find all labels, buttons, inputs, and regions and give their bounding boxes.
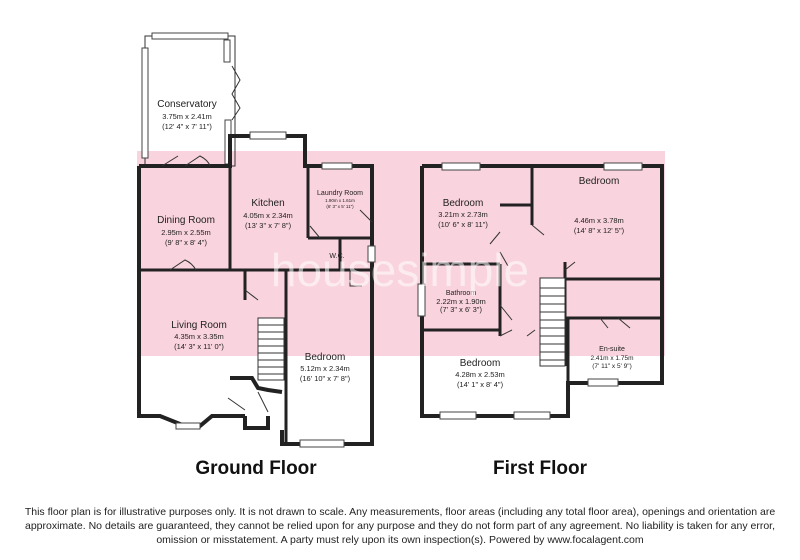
- bathroom-imperial: (7' 3" x 6' 3"): [440, 305, 482, 314]
- bedroom1-name: Bedroom: [443, 198, 484, 209]
- disclaimer-text: This floor plan is for illustrative purp…: [24, 506, 776, 546]
- bathroom-name: Bathroom: [446, 290, 477, 297]
- conservatory-window-left: [141, 47, 149, 159]
- dining-door: [161, 155, 211, 167]
- bedroom2-name: Bedroom: [579, 176, 620, 187]
- ground-bedroom-metric: 5.12m x 2.34m: [300, 364, 350, 373]
- living-name: Living Room: [171, 320, 227, 331]
- wc-name: W.C.: [329, 253, 344, 260]
- watermark-band: [137, 151, 665, 356]
- bedroom2-door: [531, 224, 576, 271]
- bedroom-window: [299, 439, 345, 448]
- bathroom-metric: 2.22m x 1.90m: [436, 297, 486, 306]
- ground-stair-treads: [258, 324, 284, 375]
- laundry-metric: 1.90m x 1.61m: [325, 198, 355, 203]
- conservatory-metric: 3.75m x 2.41m: [162, 112, 212, 121]
- ensuite-wall: [566, 316, 662, 383]
- bedroom2-imperial: (14' 8" x 12' 5"): [574, 226, 625, 235]
- laundry-name: Laundry Room: [317, 190, 363, 197]
- ensuite-name: En-suite: [599, 346, 625, 353]
- hall-door: [244, 270, 362, 301]
- living-imperial: (14' 3" x 11' 0"): [174, 342, 224, 351]
- dining-imperial: (9' 8" x 8' 4"): [165, 238, 207, 247]
- bedroom3-window-left: [439, 411, 477, 420]
- ground-stairs: [257, 317, 285, 381]
- bedroom3-metric: 4.28m x 2.53m: [455, 370, 505, 379]
- bedroom2-metric: 4.46m x 3.78m: [574, 216, 624, 225]
- ensuite-metric: 2.41m x 1.75m: [591, 355, 634, 362]
- bedroom2-window: [603, 162, 643, 171]
- first-stairs: [539, 277, 566, 367]
- front-door: [227, 391, 269, 413]
- conservatory-imperial: (12' 4" x 7' 11"): [162, 122, 212, 131]
- ensuite-imperial: (7' 11" x 5' 9"): [592, 363, 632, 370]
- living-metric: 4.35m x 3.35m: [174, 332, 224, 341]
- first-floor-title: First Floor: [493, 458, 588, 479]
- ensuite-window: [587, 378, 619, 387]
- ensuite-door: [599, 317, 631, 329]
- laundry-door: [309, 209, 373, 239]
- ground-bedroom-imperial: (16' 10" x 7' 8"): [300, 374, 351, 383]
- wc-window: [367, 245, 376, 263]
- ground-bay-wall: [243, 416, 270, 430]
- bedroom1-window: [441, 162, 481, 171]
- bathroom-window: [417, 283, 426, 317]
- living-window: [175, 422, 201, 430]
- ground-front-porch: [230, 376, 283, 394]
- laundry-window: [321, 162, 353, 170]
- conservatory-name: Conservatory: [157, 99, 216, 110]
- bedroom3-window-right: [513, 411, 551, 420]
- kitchen-imperial: (13' 3" x 7' 8"): [245, 221, 292, 230]
- ground-bedroom-name: Bedroom: [305, 352, 346, 363]
- laundry-imperial: (6' 3" x 5' 11"): [326, 204, 354, 209]
- bedroom3-door: [499, 329, 536, 337]
- bedroom1-door: [489, 231, 509, 267]
- first-stair-treads: [540, 287, 565, 361]
- floor-plan: Conservatory 3.75m x 2.41m (12' 4" x 7' …: [137, 32, 665, 479]
- conservatory-bifold-door: [231, 65, 241, 121]
- landing-wall: [500, 203, 534, 225]
- conservatory-window-right: [223, 39, 231, 63]
- kitchen-window: [249, 131, 287, 140]
- dining-metric: 2.95m x 2.55m: [161, 228, 211, 237]
- ground-floor-title: Ground Floor: [195, 458, 317, 479]
- bedroom1-metric: 3.21m x 2.73m: [438, 210, 488, 219]
- living-door: [169, 259, 197, 271]
- kitchen-metric: 4.05m x 2.34m: [243, 211, 293, 220]
- kitchen-name: Kitchen: [251, 198, 284, 209]
- ground-floor-plan: Conservatory 3.75m x 2.41m (12' 4" x 7' …: [137, 32, 376, 448]
- conservatory-window-top: [151, 32, 229, 40]
- bedroom1-imperial: (10' 6" x 8' 11"): [438, 220, 488, 229]
- bedroom3-imperial: (14' 1" x 8' 4"): [457, 380, 504, 389]
- bathroom-door: [499, 304, 513, 321]
- watermark-text: housesimple: [271, 244, 529, 296]
- first-floor-plan: Bedroom 3.21m x 2.73m (10' 6" x 8' 11") …: [417, 162, 664, 420]
- bedroom3-name: Bedroom: [460, 358, 501, 369]
- dining-name: Dining Room: [157, 215, 215, 226]
